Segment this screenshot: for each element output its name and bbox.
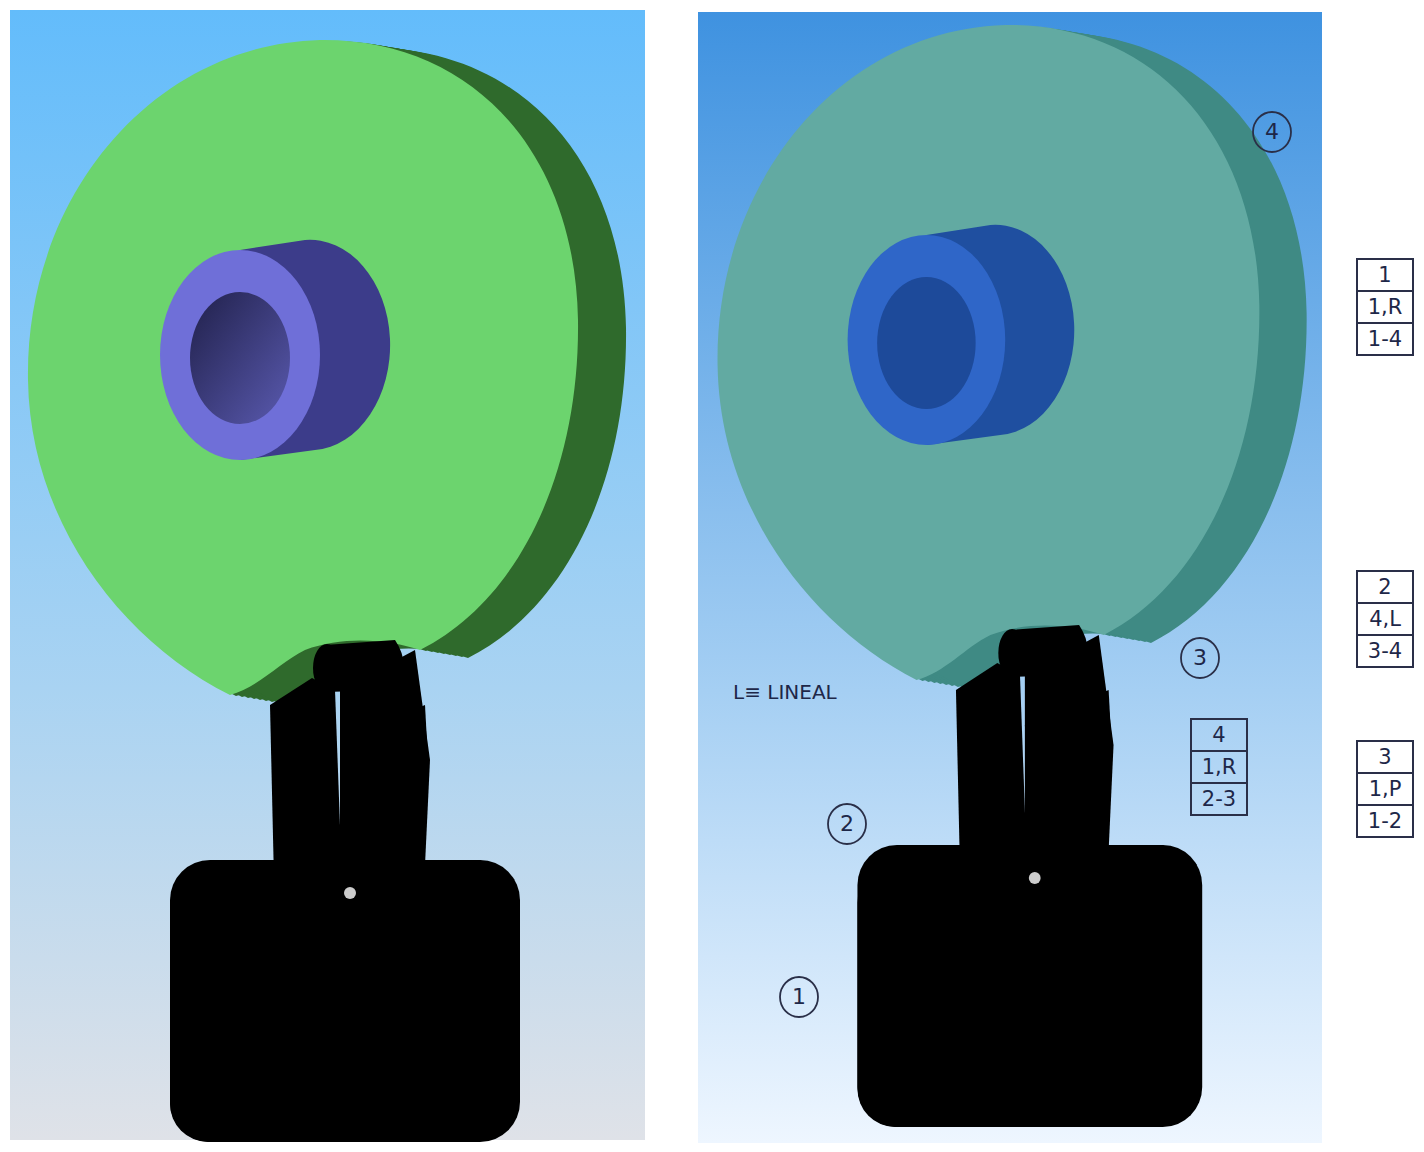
callout-circle: 4 <box>1250 110 1294 154</box>
callout-number: 2 <box>825 802 869 846</box>
joint-table: 31,P1-2 <box>1356 740 1414 838</box>
callout-circle: 3 <box>1178 636 1222 680</box>
callout-circle: 1 <box>777 975 821 1019</box>
callout-number: 4 <box>1250 110 1294 154</box>
callout-number: 3 <box>1178 636 1222 680</box>
table-cell: 1,R <box>1192 752 1246 784</box>
joint-table: 11,R1-4 <box>1356 258 1414 356</box>
table-cell: 2-3 <box>1192 784 1246 814</box>
table-cell: 1 <box>1358 260 1412 292</box>
table-cell: 1,P <box>1358 774 1412 806</box>
table-cell: 1-4 <box>1358 324 1412 354</box>
table-cell: 3-4 <box>1358 636 1412 666</box>
callout-circle: 2 <box>825 802 869 846</box>
table-cell: 3 <box>1358 742 1412 774</box>
note-label: L≡ LINEAL <box>733 680 837 704</box>
joint-table: 24,L3-4 <box>1356 570 1414 668</box>
table-cell: 2 <box>1358 572 1412 604</box>
table-cell: 4 <box>1192 720 1246 752</box>
table-cell: 1-2 <box>1358 806 1412 836</box>
callout-number: 1 <box>777 975 821 1019</box>
joint-table: 41,R2-3 <box>1190 718 1248 816</box>
table-cell: 1,R <box>1358 292 1412 324</box>
table-cell: 4,L <box>1358 604 1412 636</box>
